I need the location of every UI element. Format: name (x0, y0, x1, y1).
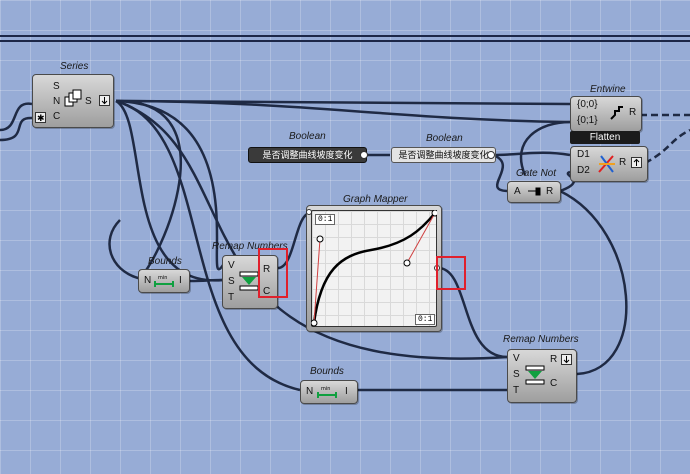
wire (559, 189, 628, 376)
series-output-s[interactable]: S (85, 96, 92, 107)
wire (437, 266, 508, 359)
series-input-s[interactable]: S (53, 81, 60, 92)
arrow-down-icon-2[interactable] (561, 354, 572, 365)
entwine-title: Entwine (590, 84, 626, 95)
remap2-input-t[interactable]: T (513, 385, 520, 396)
bounds-icon-2: min (317, 386, 337, 398)
bounds-title: Bounds (148, 256, 182, 267)
entwine-input-1[interactable]: {0;1} (577, 115, 598, 126)
entwine-icon (610, 106, 623, 120)
graph-curve[interactable] (311, 210, 437, 327)
bounds2-output-i[interactable]: I (345, 386, 348, 397)
remap-icon-2 (525, 365, 545, 385)
highlight-box-graph (436, 256, 466, 290)
weave-icon (598, 155, 615, 173)
wire (519, 120, 571, 176)
svg-text:✱: ✱ (37, 114, 45, 123)
remap-input-s[interactable]: S (228, 276, 235, 287)
wire (492, 151, 571, 157)
remap2-output-c[interactable]: C (550, 378, 558, 389)
remap2-input-v[interactable]: V (513, 353, 520, 364)
wire (115, 99, 225, 271)
series-input-n[interactable]: N (53, 96, 61, 107)
graph-mapper-component[interactable]: 0:1 0:1 (306, 205, 442, 332)
wire (108, 99, 182, 280)
weave-component[interactable]: D1 D2 R (570, 146, 648, 182)
wire (115, 99, 571, 124)
remap-input-t[interactable]: T (228, 292, 235, 303)
gate-icon (528, 187, 541, 196)
flatten-badge: Flatten (570, 131, 640, 144)
weave-input-d1[interactable]: D1 (577, 149, 590, 160)
remap-title-2: Remap Numbers (503, 334, 579, 345)
wire (0, 102, 33, 132)
bounds-icon: min (154, 275, 174, 287)
wire (115, 99, 224, 282)
graph-range-tag: 0:1 (415, 314, 436, 325)
remap-component-2[interactable]: V S T R C (507, 349, 577, 403)
gate-title: Gate Not (516, 168, 557, 179)
series-icon (64, 89, 82, 107)
bounds-component-1[interactable]: N min I (138, 269, 190, 293)
graph-input[interactable] (306, 209, 312, 215)
gate-input-a[interactable]: A (514, 186, 521, 197)
canvas-top-border (0, 35, 690, 43)
remap2-output-r[interactable]: R (550, 354, 558, 365)
highlight-box-remap (258, 248, 288, 298)
boolean-output-1[interactable] (360, 151, 368, 159)
svg-text:min: min (158, 275, 167, 281)
remap2-input-s[interactable]: S (513, 369, 520, 380)
bounds-component-2[interactable]: N min I (300, 380, 358, 404)
remap-output-c[interactable]: C (263, 286, 271, 297)
bounds-output-i[interactable]: I (179, 275, 182, 286)
gear-icon[interactable]: ✱ (35, 112, 46, 123)
bounds2-input-n[interactable]: N (306, 386, 314, 397)
entwine-input-0[interactable]: {0;0} (577, 99, 598, 110)
series-component[interactable]: S N C S ✱ (32, 74, 114, 128)
wire (0, 116, 33, 142)
bounds-title-2: Bounds (310, 366, 344, 377)
arrow-up-icon[interactable] (631, 157, 642, 168)
boolean-toggle-2[interactable]: 是否调整曲线坡度变化 (391, 147, 496, 163)
remap-input-v[interactable]: V (228, 260, 235, 271)
svg-text:min: min (321, 386, 330, 392)
boolean-title: Boolean (289, 131, 326, 142)
graph-title: Graph Mapper (343, 194, 408, 205)
weave-input-d2[interactable]: D2 (577, 165, 590, 176)
entwine-output-r[interactable]: R (629, 107, 637, 118)
wire (492, 153, 508, 193)
bounds-input-n[interactable]: N (144, 275, 152, 286)
wire (644, 128, 690, 165)
remap-icon (239, 271, 259, 291)
weave-output-r[interactable]: R (619, 157, 627, 168)
gate-not-component[interactable]: A R (507, 181, 561, 203)
series-title: Series (60, 61, 89, 72)
remap-component-1[interactable]: V S T R C (222, 255, 278, 309)
entwine-component[interactable]: {0;0} {0;1} R (570, 96, 642, 132)
series-input-c[interactable]: C (53, 111, 61, 122)
remap-output-r[interactable]: R (263, 264, 271, 275)
wire (115, 99, 301, 392)
boolean-title-2: Boolean (426, 133, 463, 144)
boolean-output-2[interactable] (487, 151, 495, 159)
gate-output-r[interactable]: R (546, 186, 554, 197)
graph-domain-tag: 0:1 (315, 214, 336, 225)
remap-title: Remap Numbers (212, 241, 288, 252)
arrow-down-icon[interactable] (99, 95, 110, 106)
boolean-toggle-1[interactable]: 是否调整曲线坡度变化 (248, 147, 367, 163)
wire (189, 278, 224, 283)
